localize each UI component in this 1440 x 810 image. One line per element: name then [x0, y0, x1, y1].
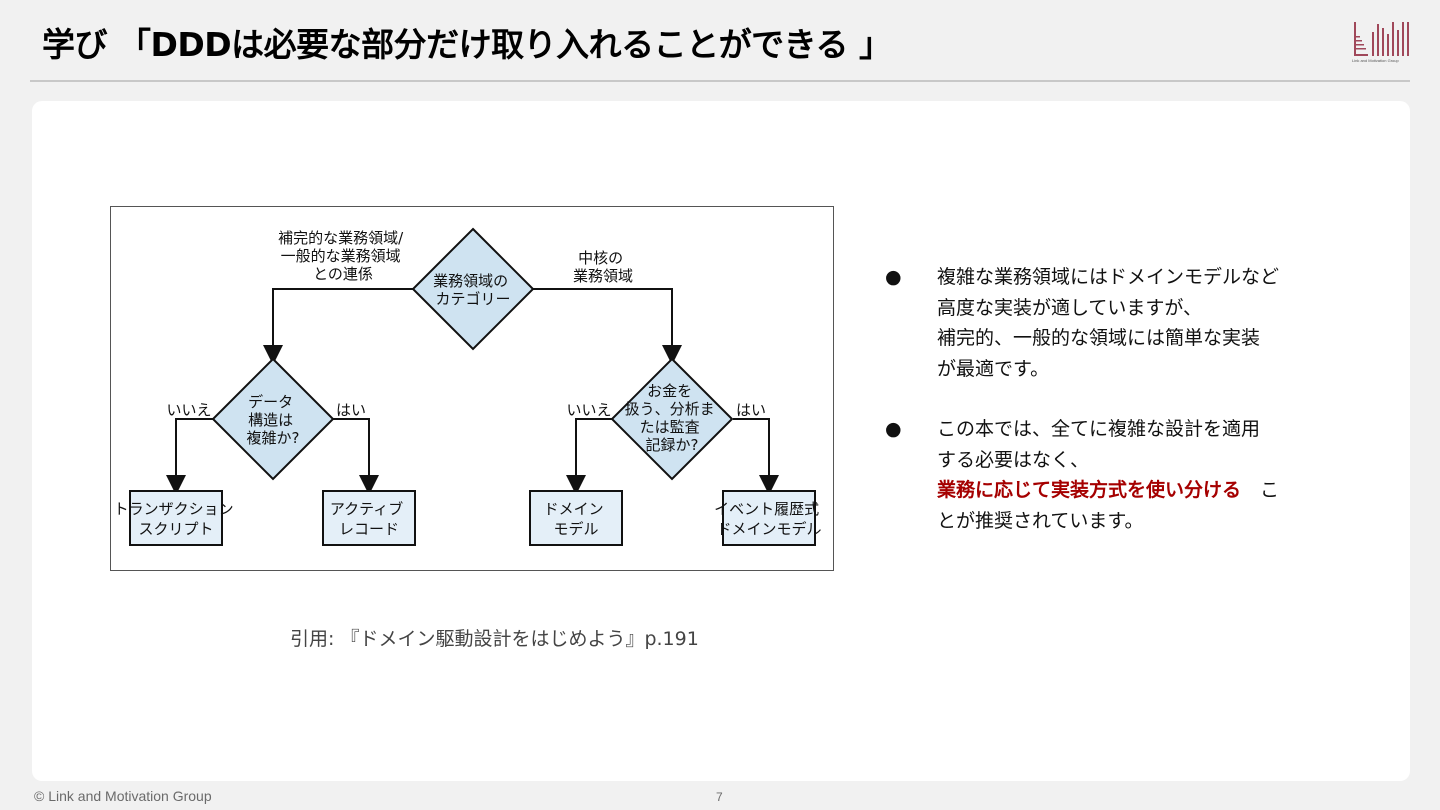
leaf-box-3 [529, 490, 623, 546]
leaf-2-label: アクティブ レコード [330, 500, 408, 538]
bullet-item-2: ● この本では、全てに複雑な設計を適用 する必要はなく、 業務に応じて実装方式を… [885, 414, 1325, 536]
bullet-2-line-1: この本では、全てに複雑な設計を適用 [937, 418, 1261, 440]
title-divider [30, 80, 1410, 82]
bullet-1-line-2: 高度な実装が適していますが、 [937, 296, 1203, 319]
edge-right-no [566, 418, 613, 495]
leaf-box-2 [322, 490, 416, 546]
root-diamond [411, 227, 535, 351]
bullet-1-line-3: 補完的、一般的な領域には簡単な実装 [937, 327, 1261, 349]
leaf-3-label: ドメイン モデル [544, 500, 609, 538]
leaf-box-4 [722, 490, 816, 546]
bullet-1-line-4: が最適です。 [937, 357, 1050, 380]
right-decision-label: お金を 扱う、分析ま たは監査 記録か? [625, 382, 720, 454]
page-number: 7 [716, 790, 723, 804]
bullet-marker: ● [885, 418, 902, 440]
figure-citation: 引用: 『ドメイン駆動設計をはじめよう』p.191 [290, 628, 699, 650]
right-no-label: いいえ [566, 401, 611, 419]
emphasis-suffix: こ [1241, 479, 1280, 501]
leaf-box-1 [129, 490, 223, 546]
right-yes-label: はい [736, 401, 766, 419]
copyright-footer: © Link and Motivation Group [34, 788, 212, 804]
edge-root-left [263, 288, 413, 365]
left-branch-label: 補完的な業務領域/ 一般的な業務領域 との連係 [278, 229, 408, 283]
bullet-2-line-2: する必要はなく、 [937, 448, 1090, 471]
emphasis-text: 業務に応じて実装方式を使い分ける [937, 479, 1242, 501]
flowchart-figure: 業務領域の カテゴリー 補完的な業務領域/ 一般的な業務領域 との連係 中核の … [110, 206, 834, 571]
bullet-1-line-1: 複雑な業務領域にはドメインモデルなど [937, 266, 1280, 288]
left-decision-diamond [211, 357, 335, 481]
right-decision-diamond [610, 357, 734, 481]
left-decision-label: データ 構造は 複雑か? [247, 393, 300, 447]
leaf-4-label: イベント履歴式 ドメインモデル [714, 500, 824, 538]
bullet-2-line-4: とが推奨されています。 [937, 509, 1144, 532]
bullet-item-1: ● 複雑な業務領域にはドメインモデルなど 高度な実装が適していますが、 補完的、… [885, 262, 1325, 384]
left-yes-label: はい [336, 401, 366, 419]
flowchart-svg: 業務領域の カテゴリー 補完的な業務領域/ 一般的な業務領域 との連係 中核の … [114, 227, 824, 546]
right-branch-label: 中核の 業務領域 [573, 249, 633, 285]
bullet-marker: ● [885, 266, 902, 288]
edge-right-yes [733, 418, 779, 495]
leaf-1-label: トランザクション スクリプト [114, 500, 239, 538]
slide-title: 学び 「DDDは必要な部分だけ取り入れることができる 」 [42, 25, 892, 64]
logo-caption: Link and Motivation Group [1352, 58, 1399, 63]
bullet-2-line-3: 業務に応じて実装方式を使い分ける こ [937, 475, 1325, 506]
root-label: 業務領域の カテゴリー [433, 272, 513, 308]
left-no-label: いいえ [166, 401, 211, 419]
edge-root-right [533, 288, 682, 365]
edge-left-yes [333, 418, 379, 495]
bullet-list: ● 複雑な業務領域にはドメインモデルなど 高度な実装が適していますが、 補完的、… [885, 262, 1325, 566]
edge-left-no [166, 418, 213, 495]
company-logo [1354, 22, 1409, 56]
